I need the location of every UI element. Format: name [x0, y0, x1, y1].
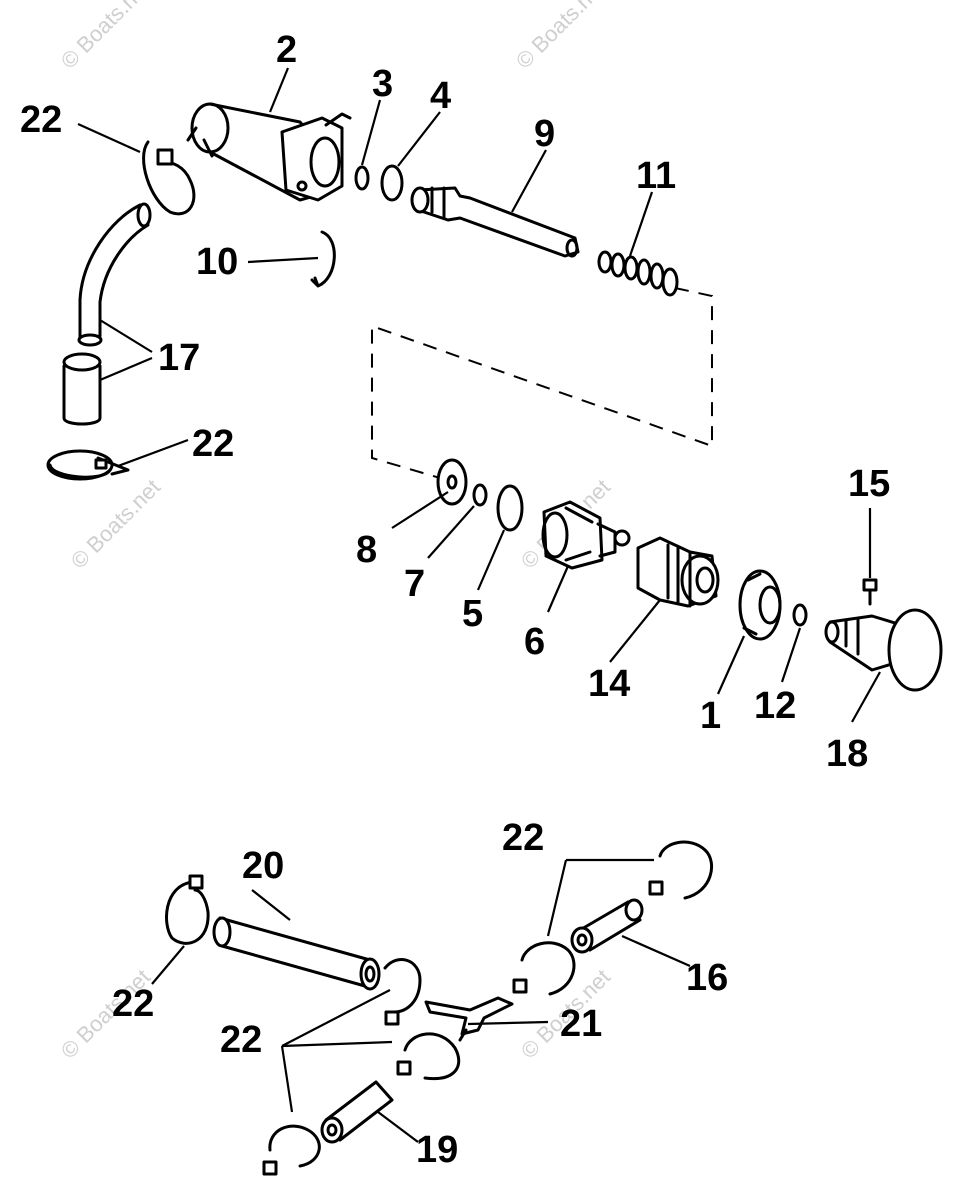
callout-15: 15: [848, 463, 890, 505]
callout-22-right-top: 22: [502, 817, 544, 859]
callout-6: 6: [524, 621, 545, 663]
part-19-hose: [320, 1080, 394, 1144]
callout-20: 20: [242, 845, 284, 887]
callout-5: 5: [462, 593, 483, 635]
assembly-dashed-line: [371, 287, 713, 479]
callout-22-upper-left: 22: [20, 99, 62, 141]
part-7-oring: [472, 483, 488, 507]
part-11-spring: [597, 250, 679, 297]
callout-12: 12: [754, 685, 796, 727]
part-22-clamp-right-top: [648, 840, 714, 900]
callout-17: 17: [158, 337, 200, 379]
part-16-hose: [570, 898, 644, 954]
part-14-nut: [636, 536, 720, 608]
callout-18: 18: [826, 733, 868, 775]
part-17-hose: [62, 202, 152, 426]
leader-lines: [77, 67, 881, 1143]
callout-22-lower-left: 22: [112, 983, 154, 1025]
callout-9: 9: [534, 113, 555, 155]
part-4-oring: [380, 164, 404, 202]
callout-19: 19: [416, 1129, 458, 1171]
callout-22-left: 22: [192, 423, 234, 465]
part-15-screw: [862, 578, 878, 606]
callout-22-lower: 22: [220, 1019, 262, 1061]
callout-2: 2: [276, 29, 297, 71]
callout-3: 3: [372, 63, 393, 105]
callout-16: 16: [686, 957, 728, 999]
part-2-housing: [186, 102, 352, 202]
part-22-clamp-lower: [46, 449, 130, 481]
part-22-clamp-right-mid: [512, 941, 576, 996]
callout-8: 8: [356, 529, 377, 571]
part-20-tube: [212, 916, 381, 991]
part-9-shaft: [410, 186, 580, 258]
part-22-clamp-mid: [396, 1032, 461, 1081]
watermark-left: © Boats.net: [66, 474, 165, 573]
part-22-clamp-upper: [142, 140, 196, 216]
callout-labels: 22 2 3 4 9 11 10 17 22 15 8 7 5 6 14 1 1…: [20, 29, 890, 1171]
part-22-clamp-mid-left: [383, 958, 422, 1026]
part-6-fitting: [541, 500, 631, 570]
part-5-oring: [496, 484, 524, 532]
callout-21: 21: [560, 1003, 602, 1045]
watermark-top-left: © Boats.net: [56, 0, 155, 74]
callout-4: 4: [430, 75, 451, 117]
part-22-clamp-bottom: [262, 1124, 321, 1176]
part-3-oring: [354, 165, 370, 191]
part-22-clamp-lower-left: [165, 874, 210, 945]
callout-10: 10: [196, 241, 238, 283]
callout-11: 11: [636, 155, 676, 197]
part-21-tee-fitting: [424, 996, 514, 1042]
watermark-top-right: © Boats.net: [511, 0, 610, 74]
part-10-clip: [310, 230, 336, 288]
part-1-bezel: [738, 569, 782, 641]
callout-14: 14: [588, 663, 630, 705]
callout-7: 7: [404, 563, 425, 605]
part-18-knob: [824, 608, 943, 692]
part-12-oring: [792, 603, 808, 627]
callout-1: 1: [700, 695, 721, 737]
part-8-washer: [436, 458, 468, 506]
